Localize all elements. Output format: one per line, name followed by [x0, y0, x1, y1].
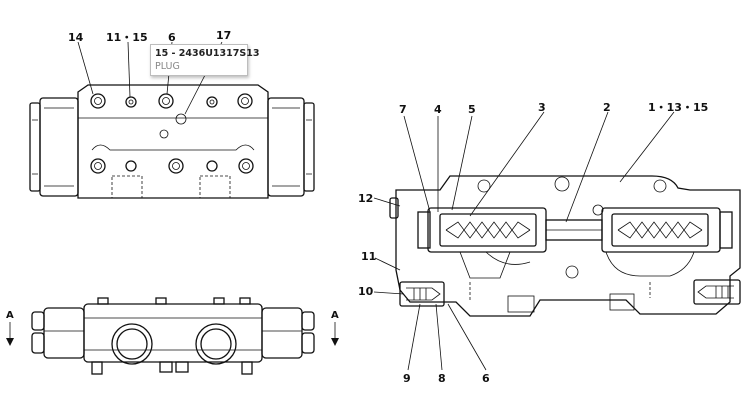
- callout-6: 6: [168, 31, 176, 44]
- tooltip-subtitle: PLUG: [155, 61, 180, 72]
- callout-11-15: 11・15: [106, 31, 148, 44]
- callout-14: 14: [68, 31, 84, 44]
- callout-12: 12: [358, 192, 374, 205]
- section-view: [373, 111, 741, 371]
- lower-bolts: [90, 158, 254, 174]
- part-tooltip: 15 - 2436U1317S13 PLUG: [150, 44, 260, 76]
- top-bolts: [90, 93, 253, 109]
- callout-6-section: 6: [482, 372, 490, 385]
- callout-2: 2: [603, 101, 611, 114]
- side-view: [6, 297, 339, 375]
- callout-11: 11: [361, 250, 377, 263]
- callout-7: 7: [399, 103, 407, 116]
- callout-10: 10: [358, 285, 374, 298]
- top-view: [29, 41, 315, 199]
- section-mark-left: A: [6, 310, 14, 321]
- callout-8: 8: [438, 372, 446, 385]
- tooltip-title: 15 - 2436U1317S13: [155, 48, 260, 59]
- callout-3: 3: [538, 101, 546, 114]
- callout-9: 9: [403, 372, 411, 385]
- callout-5: 5: [468, 103, 476, 116]
- callout-4: 4: [434, 103, 442, 116]
- callout-17: 17: [216, 29, 232, 42]
- section-mark-right: A: [331, 310, 339, 321]
- callout-1-13-15: 1・13・15: [648, 101, 709, 114]
